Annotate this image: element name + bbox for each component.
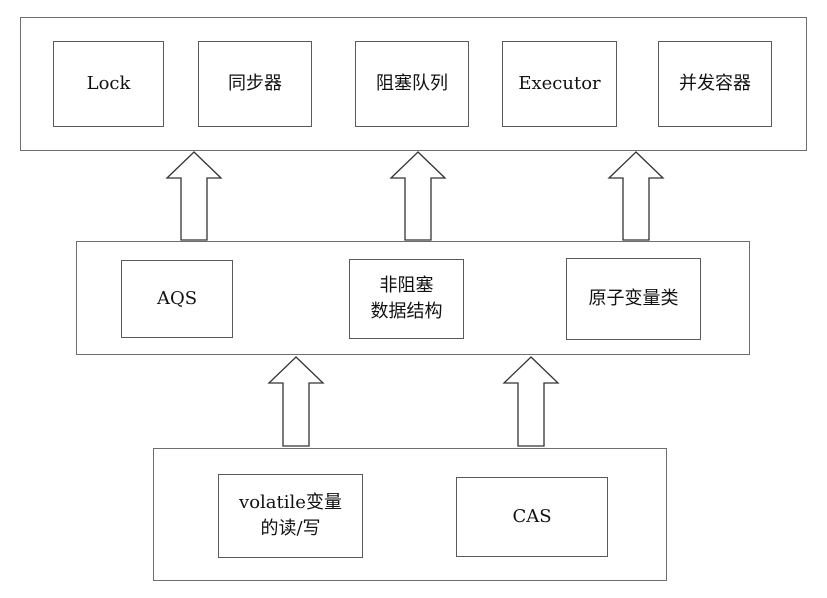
arrow-atomic-to-top	[607, 151, 665, 241]
volatile-rw-box: volatile变量 的读/写	[218, 474, 363, 558]
atomic-variable-label: 原子变量类	[588, 288, 679, 309]
aqs-box: AQS	[121, 260, 233, 338]
synchronizer-label: 同步器	[228, 73, 282, 94]
cas-box: CAS	[456, 477, 608, 557]
executor-box: Executor	[502, 41, 617, 127]
blocking-queue-label: 阻塞队列	[376, 73, 448, 94]
arrow-aqs-to-top	[165, 151, 223, 241]
volatile-rw-label-line1: volatile变量	[239, 492, 342, 513]
concurrent-container-box: 并发容器	[658, 41, 772, 127]
nonblocking-ds-box: 非阻塞 数据结构	[349, 259, 464, 339]
nonblocking-ds-label-line1: 非阻塞	[379, 275, 434, 296]
lock-box: Lock	[53, 41, 164, 127]
arrow-volatile-to-middle	[267, 356, 325, 447]
synchronizer-box: 同步器	[198, 41, 312, 127]
aqs-label: AQS	[156, 288, 198, 309]
arrow-cas-to-middle	[502, 356, 560, 447]
nonblocking-ds-label-line2: 数据结构	[370, 301, 443, 322]
arrow-nonblocking-to-top	[389, 151, 447, 241]
blocking-queue-box: 阻塞队列	[355, 41, 469, 127]
executor-label: Executor	[518, 73, 601, 94]
volatile-rw-label-line2: 的读/写	[260, 518, 321, 539]
atomic-variable-box: 原子变量类	[566, 258, 701, 340]
lock-label: Lock	[86, 73, 131, 94]
cas-label: CAS	[512, 506, 552, 527]
concurrent-container-label: 并发容器	[679, 73, 751, 94]
